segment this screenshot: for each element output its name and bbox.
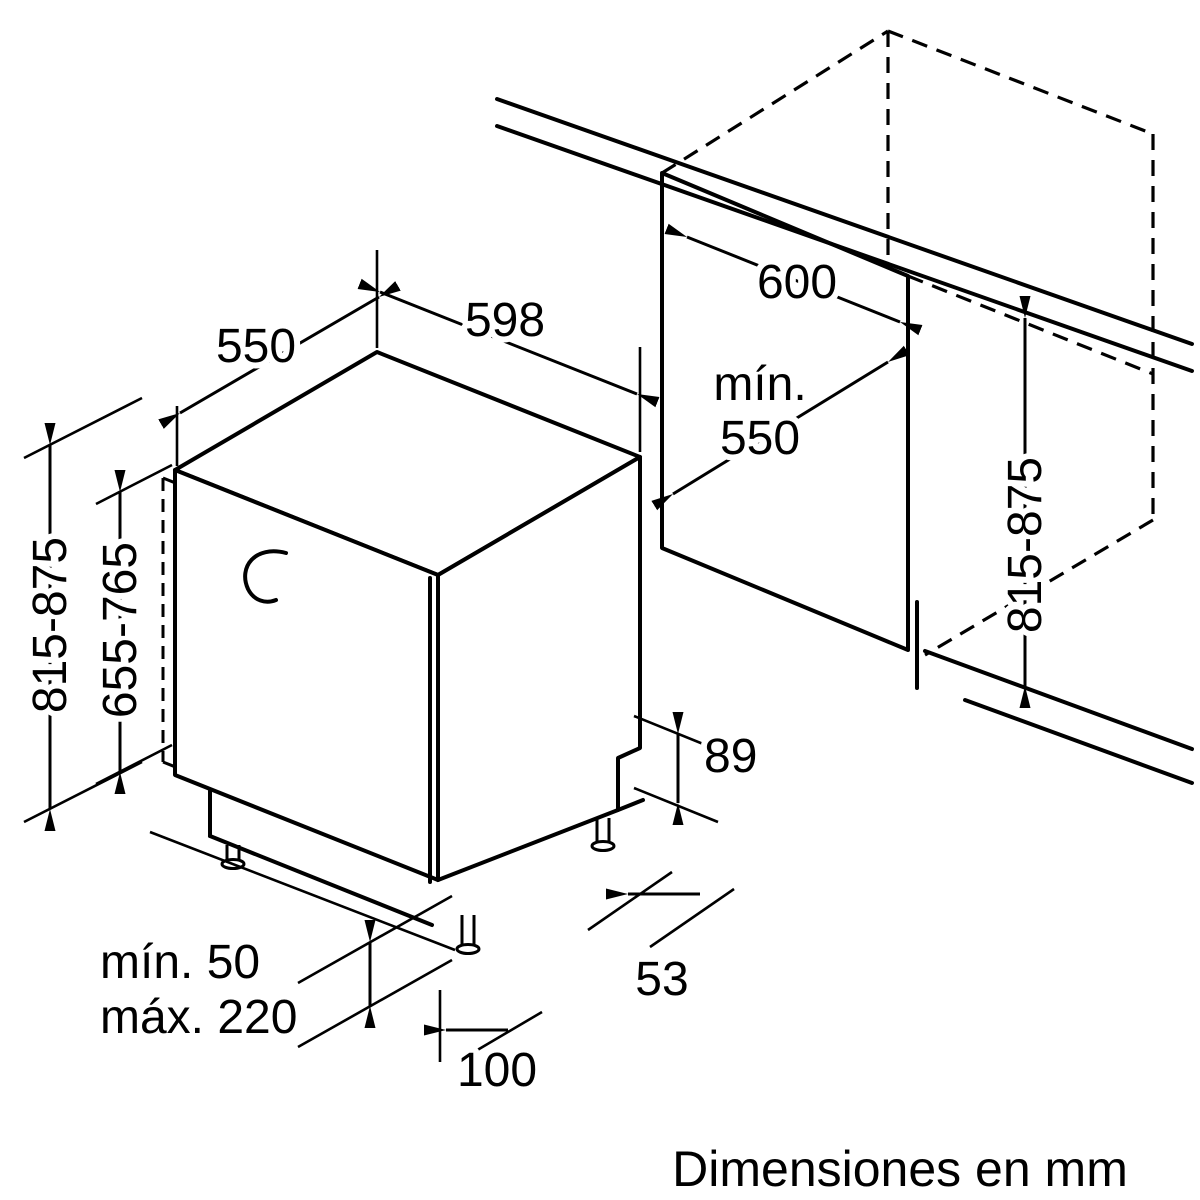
dim-label-niche-height: 815-875 <box>999 457 1052 633</box>
floor-line-right-2 <box>963 698 1194 785</box>
dim-label-rear-foot-offset: 53 <box>635 953 688 1006</box>
dimension-100-front-foot: 100 <box>424 990 543 1103</box>
dim-label-plinth-min: mín. 50 <box>100 936 260 989</box>
worktop-front-edge <box>495 97 1194 346</box>
witness-line <box>23 760 143 824</box>
dim-label-depth-top: 550 <box>216 320 296 373</box>
dim-label-width-top: 598 <box>465 294 545 347</box>
floor-line-left <box>149 830 456 952</box>
dimension-plinth-adjust: mín. 50 máx. 220 <box>94 894 453 1050</box>
dimension-arrow <box>651 345 910 511</box>
dim-label-front-foot-offset: 100 <box>457 1044 537 1097</box>
foot-base <box>455 943 481 955</box>
niche-hidden-edge-top-left <box>661 29 889 175</box>
dim-label-plinth-max: máx. 220 <box>100 991 297 1044</box>
dimension-815-875-left: 815-875 <box>18 396 143 831</box>
adjustable-foot-front-right <box>455 915 481 955</box>
dimension-min-550-niche-depth: mín. 550 <box>651 345 910 511</box>
witness-line <box>587 870 673 932</box>
dimension-598-width: 598 <box>357 278 660 452</box>
dimension-655-765-door: 655-765 <box>88 463 173 794</box>
dimension-arrow <box>664 223 923 336</box>
adjustable-foot-rear <box>590 818 616 852</box>
witness-line <box>473 1010 543 1054</box>
foot-base <box>590 840 616 852</box>
witness-line <box>95 743 173 786</box>
dimension-815-875-niche: 815-875 <box>993 296 1058 708</box>
dishwasher <box>149 350 645 955</box>
dimension-53-rear-foot: 53 <box>587 870 735 1012</box>
dim-label-niche-depth-min: mín. <box>713 358 806 411</box>
dim-label-niche-width: 600 <box>757 256 837 309</box>
dim-label-door-height: 655-765 <box>94 542 147 718</box>
witness-line <box>633 786 719 824</box>
dimension-arrow <box>158 281 401 429</box>
dishwasher-front-face <box>173 468 440 882</box>
dimension-89-rear-clearance: 89 <box>633 712 763 825</box>
witness-line <box>297 958 453 1049</box>
witness-line <box>95 463 173 506</box>
dim-label-niche-depth-value: 550 <box>720 412 800 465</box>
niche-hidden-edge-bottom-right <box>924 518 1154 657</box>
dim-label-appliance-height: 815-875 <box>24 537 77 713</box>
niche-hidden-edge-top-back <box>887 29 1154 136</box>
dim-label-rear-clearance: 89 <box>704 730 757 783</box>
dimension-600-niche-width: 600 <box>664 223 923 336</box>
witness-line <box>23 396 143 460</box>
plinth-edge-bottom <box>208 834 434 927</box>
dimension-arrow <box>357 278 660 408</box>
witness-line <box>649 887 735 949</box>
door-handle <box>243 549 288 604</box>
floor-line-right-1 <box>923 649 1194 751</box>
niche-hidden-edge-right-top <box>907 274 1154 376</box>
rear-step-bottom-edge <box>616 798 645 812</box>
units-caption: Dimensiones en mm <box>672 1141 1128 1197</box>
